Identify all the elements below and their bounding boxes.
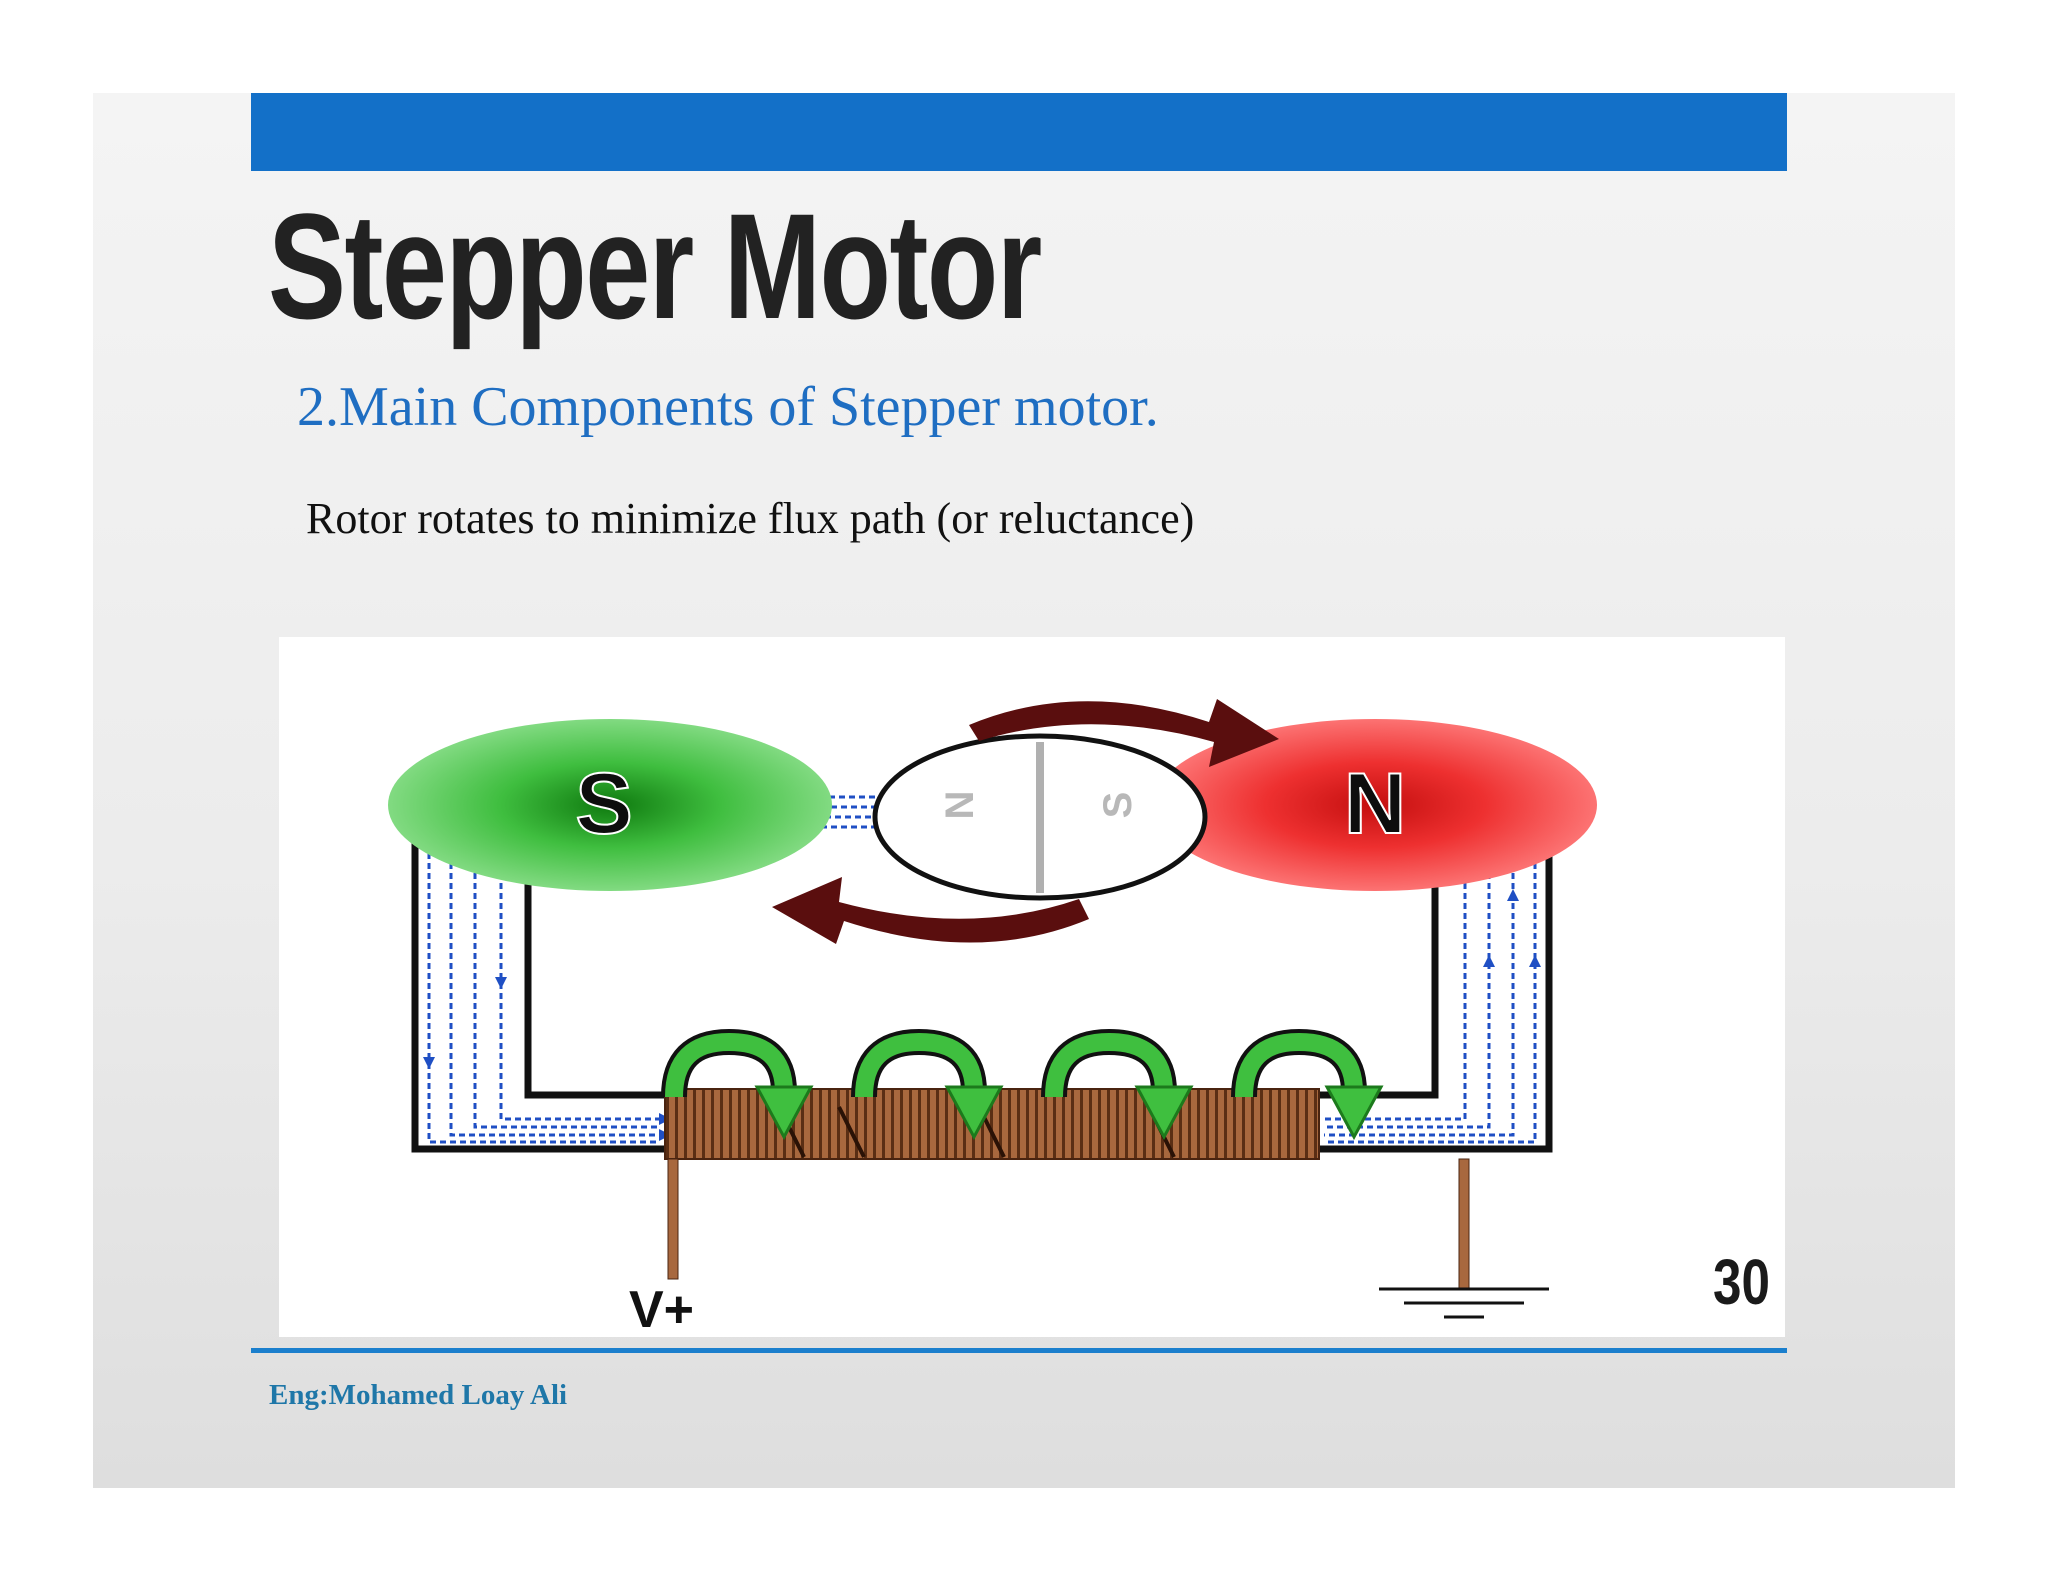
author-footer: Eng:Mohamed Loay Ali xyxy=(269,1379,568,1411)
rotor: N S xyxy=(872,733,1208,901)
body-text: Rotor rotates to minimize flux path (or … xyxy=(306,494,1195,543)
current-arrow xyxy=(851,1028,1004,1141)
current-arrow xyxy=(1231,1028,1384,1141)
slide-number: 30 xyxy=(1713,1246,1770,1318)
supply-lead xyxy=(667,1158,679,1280)
ground-lead xyxy=(1458,1158,1470,1290)
supply-voltage-label: V+ xyxy=(629,1281,694,1337)
slide: Stepper Motor 2.Main Components of Stepp… xyxy=(93,93,1955,1488)
rotor-south-label: S xyxy=(1096,792,1140,819)
slide-title: Stepper Motor xyxy=(268,182,1042,350)
rotor-north-label: N xyxy=(938,791,982,820)
diagram-svg: S N N S xyxy=(388,699,1597,1337)
north-pole-label: N xyxy=(1344,756,1406,852)
current-arrows xyxy=(661,1028,1384,1141)
south-pole-label: S xyxy=(575,756,632,852)
current-arrow xyxy=(661,1028,814,1141)
ground-icon xyxy=(1379,1287,1549,1319)
rotation-arrows xyxy=(772,699,1279,944)
current-arrow xyxy=(1041,1028,1194,1141)
north-pole xyxy=(1153,719,1597,891)
header-accent-bar xyxy=(251,93,1787,171)
south-pole xyxy=(388,719,832,891)
slide-subtitle: 2.Main Components of Stepper motor. xyxy=(297,376,1159,438)
footer-rule xyxy=(251,1348,1787,1353)
core-frame xyxy=(411,825,1553,1153)
stepper-motor-diagram: S N N S xyxy=(279,637,1785,1337)
